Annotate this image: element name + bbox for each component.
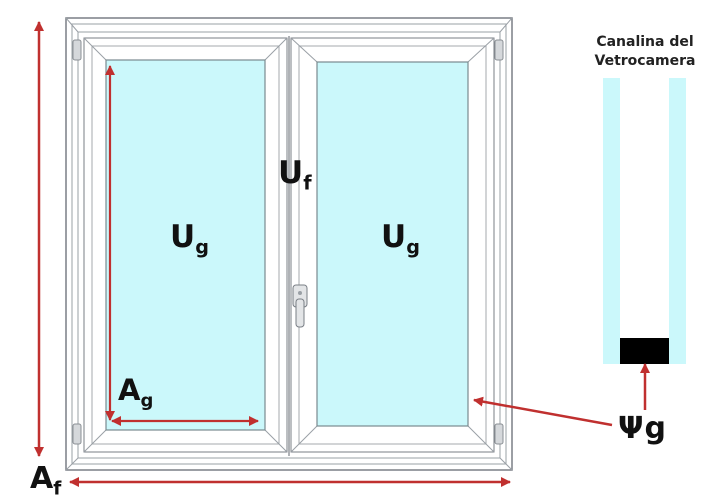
label-ug-right: Ug	[381, 219, 420, 259]
hinge-icon	[72, 39, 504, 445]
glass-pane-left	[105, 59, 266, 431]
spacer-bar	[620, 338, 669, 364]
label-ug-left: Ug	[170, 219, 209, 259]
window-handle-icon	[292, 284, 308, 328]
spacer-detail	[603, 78, 686, 364]
label-af: Af	[30, 461, 62, 500]
psi-arrow	[473, 396, 613, 427]
spacer-caption-line2: Vetrocamera	[594, 53, 696, 69]
left-sash	[83, 37, 288, 453]
label-psi-g: Ψg	[618, 411, 667, 446]
spacer-caption: Canalina del Vetrocamera	[585, 33, 705, 71]
label-uf: Uf	[278, 155, 312, 195]
label-ag: Ag	[118, 373, 154, 412]
right-sash	[290, 37, 495, 453]
glass-pane-right	[316, 61, 469, 427]
spacer-caption-line1: Canalina del	[596, 34, 694, 50]
